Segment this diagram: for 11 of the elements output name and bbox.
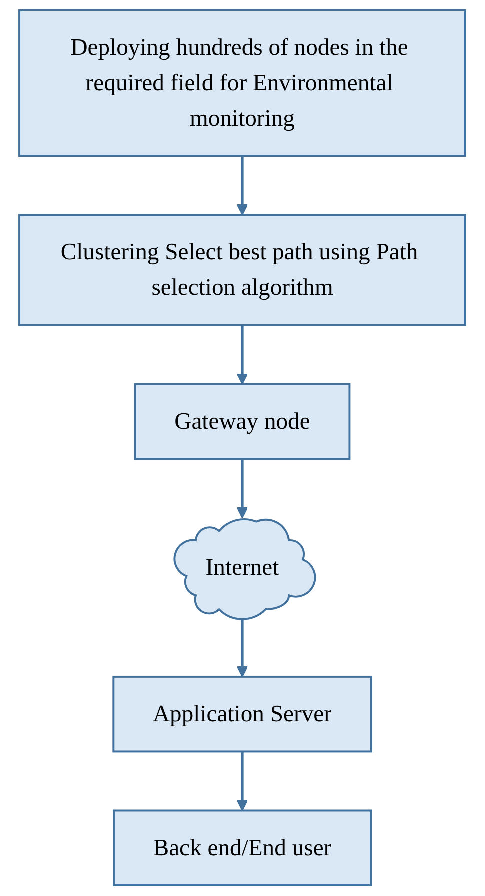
process-box: Clustering Select best path using Path selection algorithm [18, 214, 466, 326]
process-box: Application Server [112, 676, 372, 753]
arrow [236, 618, 248, 678]
cloud-shape: Internet [174, 518, 316, 620]
arrow [236, 156, 248, 216]
arrow [236, 752, 248, 812]
process-box: Deploying hundreds of nodes in the required field for Environmental monitoring [18, 10, 466, 158]
arrow [236, 325, 248, 385]
process-box: Gateway node [134, 383, 351, 460]
process-box: Back end/End user [113, 810, 372, 886]
arrow [236, 459, 248, 519]
